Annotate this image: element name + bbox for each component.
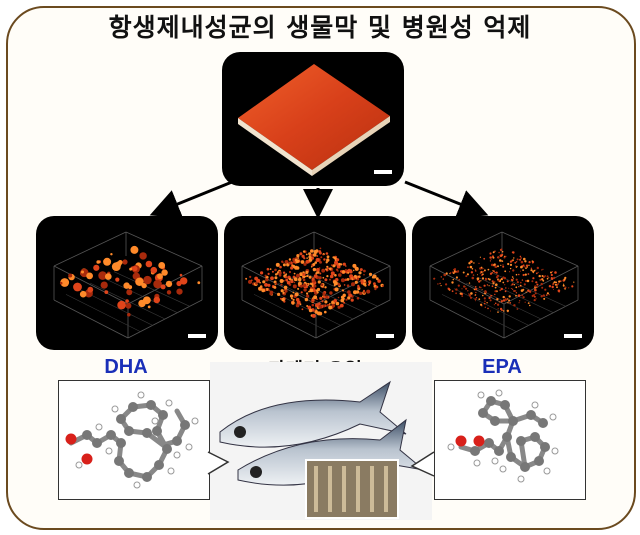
biofilm-3d-render: [53, 231, 203, 339]
biofilm-panel-control: [222, 52, 404, 186]
dha-molecule-model: [65, 391, 199, 489]
biofilm-panel-oil: [224, 216, 406, 350]
biofilm-3d-render: [241, 231, 391, 339]
biofilm-panel-dha: [36, 216, 218, 350]
arrow-to-dha: [149, 180, 233, 219]
oxygen-atom: [81, 453, 93, 465]
arrow-to-epa: [404, 180, 489, 219]
label-epa: EPA: [482, 356, 522, 378]
scale-bar: [376, 334, 394, 338]
figure-title: 항생제내성균의 생물막 및 병원성 억제: [108, 13, 532, 42]
scale-bar: [374, 170, 392, 174]
biofilm-panel-epa: [412, 216, 594, 350]
scale-bar: [188, 334, 206, 338]
epa-molecule-model: [447, 389, 559, 483]
fish-eye: [234, 426, 246, 438]
epa-molecule-box: [434, 380, 586, 500]
label-dha: DHA: [104, 356, 148, 378]
fish-eye: [250, 466, 262, 478]
biofilm-3d-render: [238, 64, 390, 176]
oxygen-atom: [455, 435, 467, 447]
scale-bar: [564, 334, 582, 338]
oxygen-atom: [473, 435, 485, 447]
biofilm-3d-render: [429, 231, 579, 339]
dried-fish-inset: [305, 459, 399, 519]
dha-molecule-box: [58, 380, 210, 500]
gwamegi-fish-photo: [210, 362, 432, 520]
oxygen-atom: [65, 433, 77, 445]
